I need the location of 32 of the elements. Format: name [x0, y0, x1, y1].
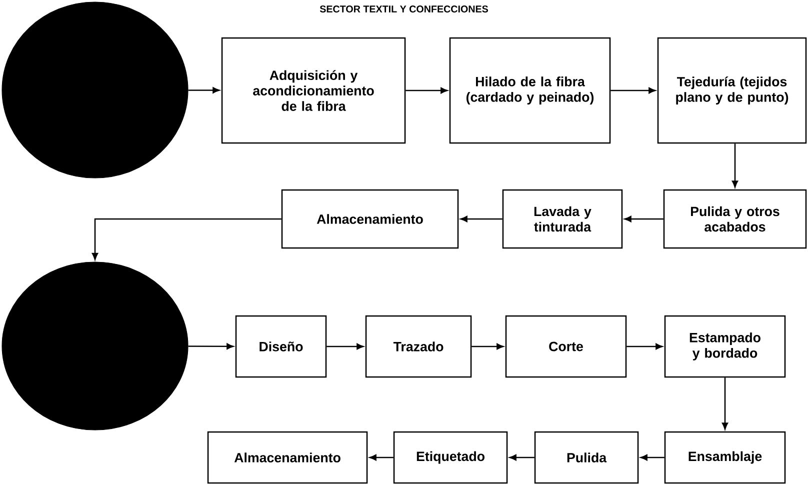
arrow	[188, 343, 234, 350]
process-box: Corte	[505, 315, 627, 378]
arrow	[610, 87, 656, 94]
circle	[2, 2, 188, 178]
process-box: Adquisición y acondicionamiento de la fibra	[221, 37, 406, 144]
process-box: Etiquetado	[393, 431, 508, 484]
arrow	[472, 343, 504, 350]
process-box: Hilado de la fibra (cardado y peinado)	[449, 37, 611, 144]
arrow	[722, 378, 728, 430]
arrow	[406, 87, 448, 94]
arrow	[509, 454, 534, 461]
process-box: Pulida	[534, 431, 639, 484]
process-box: Ensamblaje	[664, 431, 786, 484]
arrow	[369, 454, 394, 461]
process-box: Trazado	[365, 315, 472, 378]
arrow	[326, 343, 364, 350]
arrow	[732, 144, 738, 188]
arrow	[188, 87, 220, 94]
circle	[2, 262, 188, 430]
process-box: Estampado y bordado	[664, 315, 786, 378]
arrow	[626, 343, 663, 350]
process-box: Lavada y tinturada	[502, 189, 623, 249]
process-box: Almacenamiento	[207, 431, 368, 484]
process-box: Tejeduría (tejidos plano y de punto)	[657, 37, 807, 144]
arrow	[640, 454, 664, 461]
process-box: Diseño	[235, 315, 327, 378]
arrow	[624, 216, 664, 222]
arrow	[92, 218, 282, 260]
process-box: Almacenamiento	[281, 189, 459, 249]
process-box: Pulida y otros acabados	[663, 189, 807, 249]
arrow	[460, 216, 502, 222]
title: SECTOR TEXTIL Y CONFECCIONES	[320, 6, 488, 12]
